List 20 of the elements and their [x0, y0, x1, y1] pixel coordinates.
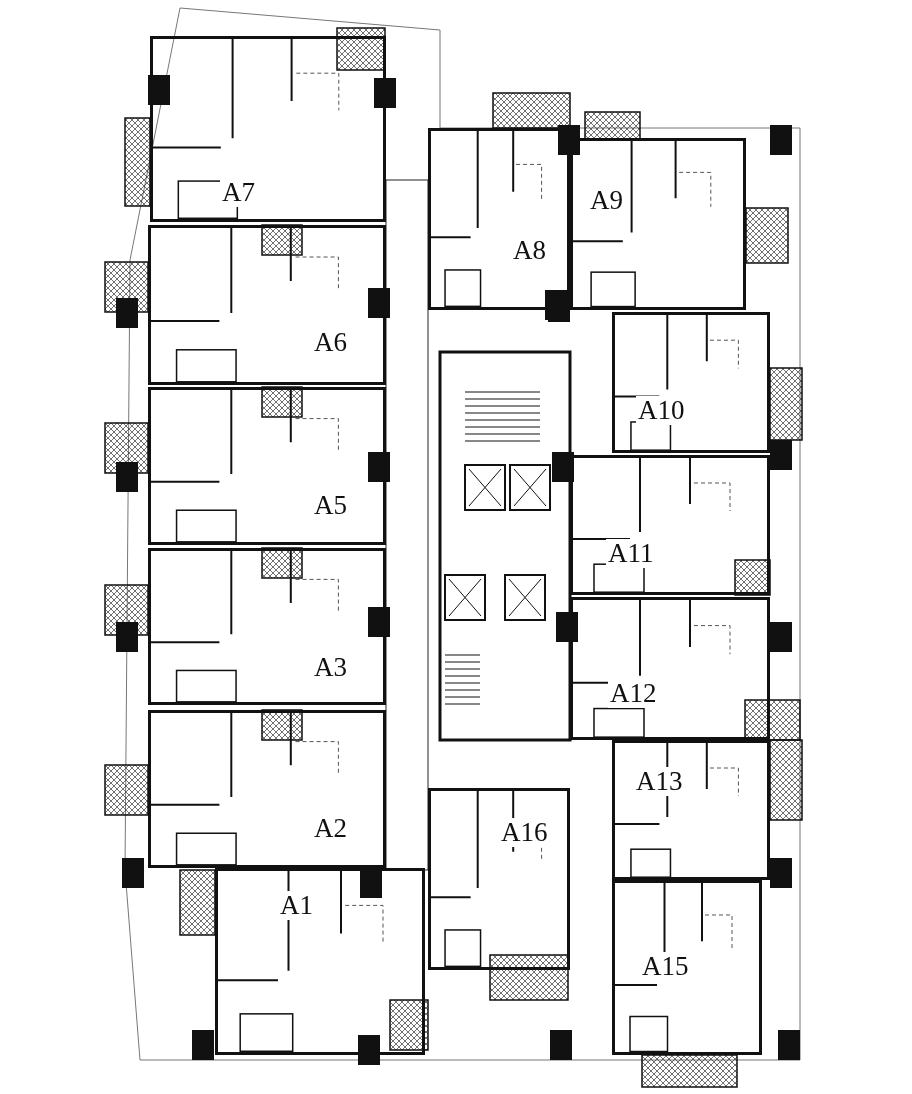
apartment-unit [570, 138, 746, 310]
apartment-unit [612, 312, 770, 453]
apartment-unit [148, 225, 386, 385]
unit-label: A7 [220, 178, 257, 207]
unit-label: A10 [636, 396, 687, 425]
apartment-unit [428, 128, 570, 310]
apartment-unit [148, 710, 386, 868]
unit-label: A1 [278, 891, 315, 920]
apartment-unit [428, 788, 570, 970]
apartment-unit [215, 868, 425, 1055]
unit-label: A16 [499, 818, 550, 847]
apartment-unit [148, 387, 386, 545]
unit-label: A12 [608, 679, 659, 708]
apartment-unit [612, 880, 762, 1055]
apartment-unit [150, 36, 386, 222]
apartment-unit [570, 597, 770, 740]
apartment-unit [612, 740, 770, 880]
apartment-unit [570, 455, 770, 595]
unit-label: A13 [634, 767, 685, 796]
apartment-unit [148, 548, 386, 705]
